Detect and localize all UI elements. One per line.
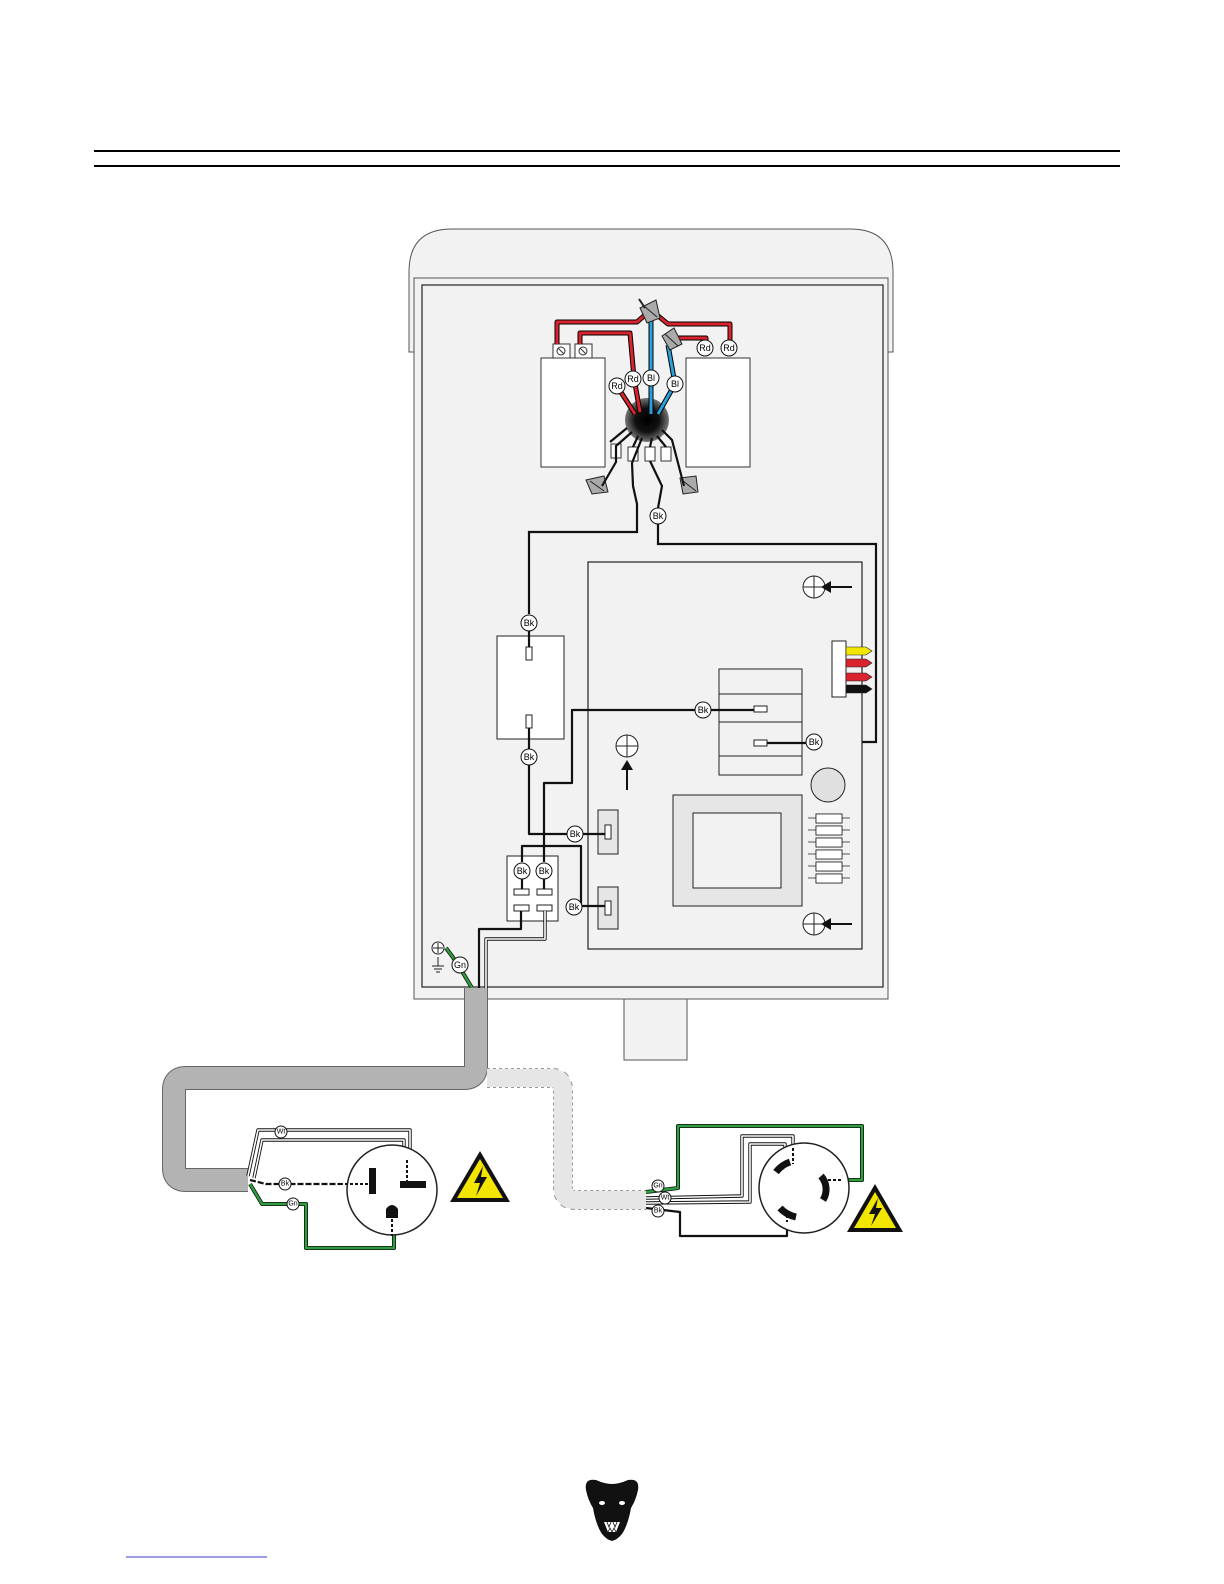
wire-label-bk: Bk bbox=[650, 508, 666, 524]
power-cord-alt bbox=[487, 1078, 646, 1200]
wire-label-rd: Rd bbox=[625, 371, 641, 387]
svg-text:Wt: Wt bbox=[661, 1195, 670, 1202]
svg-text:Rd: Rd bbox=[611, 381, 623, 391]
svg-text:Gn: Gn bbox=[653, 1183, 662, 1190]
svg-text:Bk: Bk bbox=[569, 902, 580, 912]
wire-label-bk: Bk bbox=[567, 826, 583, 842]
svg-text:Bl: Bl bbox=[647, 373, 655, 383]
capacitor-left bbox=[541, 358, 605, 467]
bear-logo-icon bbox=[586, 1480, 639, 1541]
svg-text:Gn: Gn bbox=[288, 1201, 297, 1208]
wire-label-gn: Gn bbox=[652, 1180, 664, 1192]
switch-box bbox=[497, 636, 564, 739]
wire-label-wt: Wt bbox=[659, 1192, 671, 1204]
nema-l6-30-receptacle bbox=[759, 1143, 849, 1233]
wire-label-bk: Bk bbox=[279, 1178, 291, 1190]
board-capacitor bbox=[811, 768, 845, 802]
wire-label-wt: Wt bbox=[275, 1126, 287, 1138]
svg-text:Bk: Bk bbox=[539, 866, 550, 876]
svg-text:Bk: Bk bbox=[524, 752, 535, 762]
svg-text:Gn: Gn bbox=[454, 960, 466, 970]
wire-label-bk: Bk bbox=[695, 702, 711, 718]
wire-label-bk: Bk bbox=[514, 863, 530, 879]
wire-label-rd: Rd bbox=[609, 378, 625, 394]
svg-text:Bk: Bk bbox=[698, 705, 709, 715]
power-cord-230v bbox=[174, 988, 476, 1180]
svg-text:Bk: Bk bbox=[570, 829, 581, 839]
nema-6-30-receptacle bbox=[340, 1145, 437, 1236]
wire-label-rd: Rd bbox=[721, 340, 737, 356]
wire-label-bl: Bl bbox=[643, 370, 659, 386]
wire-label-bl: Bl bbox=[667, 376, 683, 392]
svg-text:Wt: Wt bbox=[277, 1129, 286, 1136]
wire-label-bk: Bk bbox=[806, 734, 822, 750]
warning-hazard-icon bbox=[450, 1151, 510, 1202]
warning-hazard-icon bbox=[847, 1184, 903, 1232]
svg-text:Bk: Bk bbox=[524, 618, 535, 628]
svg-text:Rd: Rd bbox=[699, 343, 711, 353]
wire-label-bk: Bk bbox=[521, 615, 537, 631]
svg-text:Bl: Bl bbox=[671, 379, 679, 389]
wire-label-bk: Bk bbox=[521, 749, 537, 765]
capacitor-right bbox=[686, 358, 750, 467]
wire-label-bk: Bk bbox=[566, 899, 582, 915]
control-board bbox=[588, 562, 872, 949]
wire-label-bk: Bk bbox=[536, 863, 552, 879]
svg-text:Bk: Bk bbox=[654, 1208, 663, 1215]
svg-text:Bk: Bk bbox=[281, 1181, 290, 1188]
svg-text:Rd: Rd bbox=[627, 374, 639, 384]
svg-text:Bk: Bk bbox=[517, 866, 528, 876]
svg-text:Rd: Rd bbox=[723, 343, 735, 353]
wire-label-gn: Gn bbox=[452, 957, 468, 973]
wire-label-bk: Bk bbox=[652, 1205, 664, 1217]
board-connector bbox=[832, 641, 846, 697]
wire-label-rd: Rd bbox=[697, 340, 713, 356]
svg-text:Bk: Bk bbox=[809, 737, 820, 747]
svg-text:Bk: Bk bbox=[653, 511, 664, 521]
wire-label-gn: Gn bbox=[287, 1198, 299, 1210]
